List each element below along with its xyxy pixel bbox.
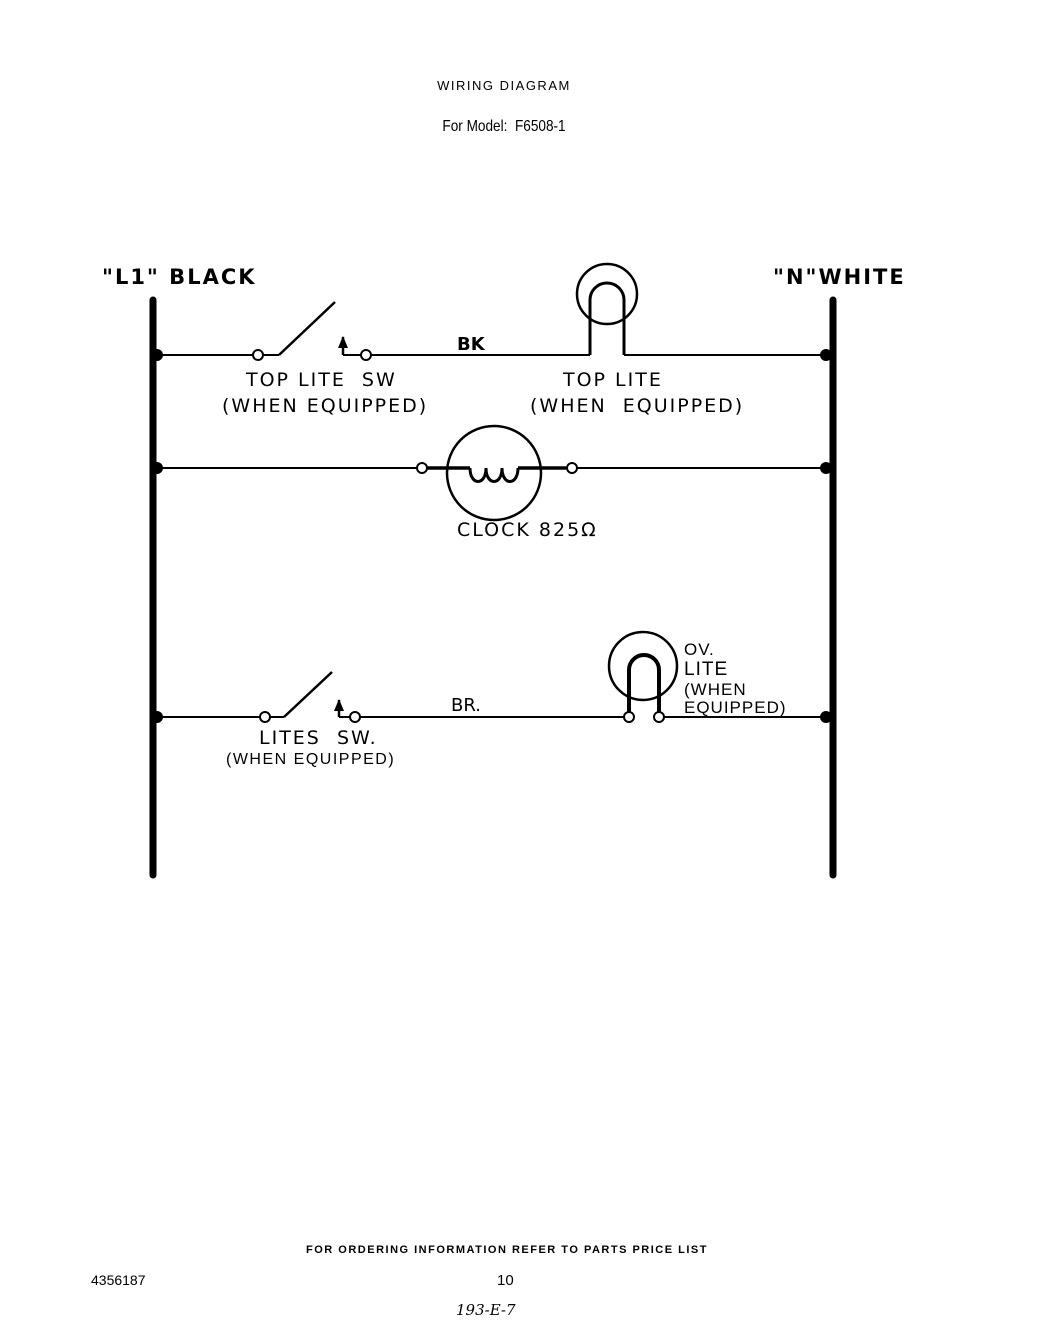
rung-clock [151,424,832,522]
oven-lite-label-line3: (WHEN [684,680,747,699]
top-lite-switch-symbol [252,301,372,361]
lites-switch-note: (WHEN EQUIPPED) [226,751,396,768]
top-lite-note: (WHEN EQUIPPED) [530,395,745,417]
oven-lite-label-line1: OV. [684,640,715,659]
n-bus-label: "N"WHITE [773,265,906,289]
clock-label: CLOCK 825Ω [457,519,598,541]
handwritten-code: 193-E-7 [456,1301,516,1319]
document-number: 4356187 [91,1272,146,1288]
top-lite-label: TOP LITE [563,369,663,391]
top-lite-switch-label: TOP LITE SW [246,369,397,391]
top-lite-lamp-symbol [575,262,639,355]
oven-lite-label-line4: EQUIPPED) [684,698,787,717]
wire-label-br: BR. [451,695,481,716]
page-number: 10 [497,1272,514,1289]
ordering-info: FOR ORDERING INFORMATION REFER TO PARTS … [306,1244,708,1256]
rung-top-lite [151,262,832,361]
clock-label-text: CLOCK 825 [457,519,582,541]
oven-lite-lamp-symbol [607,630,679,723]
wire-label-bk: BK [457,334,485,355]
oven-lite-label-line2: LITE [684,659,729,680]
lites-switch-symbol [259,671,361,723]
top-lite-switch-note: (WHEN EQUIPPED) [222,395,429,417]
l1-bus-label: "L1" BLACK [102,265,257,289]
model-number: For Model: F6508-1 [442,118,566,135]
clock-motor-symbol [427,424,566,522]
lites-switch-label: LITES SW. [259,727,378,749]
rung-oven-lite [151,630,832,723]
diagram-title: WIRING DIAGRAM [437,78,571,93]
ohm-symbol: Ω [581,519,598,541]
